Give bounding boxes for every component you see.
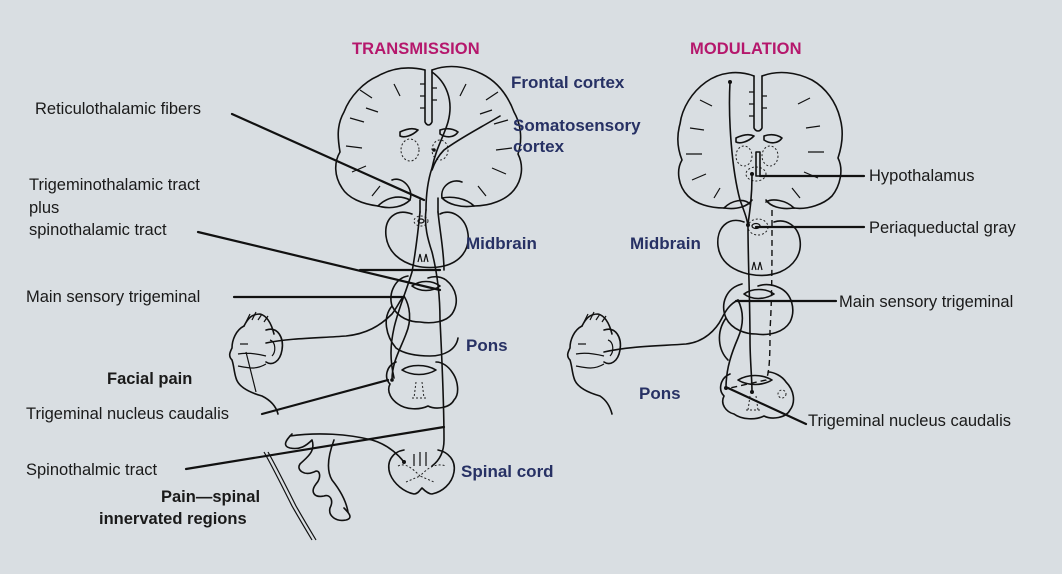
callout-periaqueductal-gray: Periaqueductal gray [869, 219, 1016, 237]
label-pons: Pons [466, 336, 508, 355]
callout-facial-pain: Facial pain [107, 370, 193, 388]
modulation-midbrain-icon [717, 218, 802, 277]
callout-trigeminothalamic-line2: plus [29, 199, 60, 217]
label-somatosensory-cortex-line2: cortex [513, 137, 565, 156]
transmission-dermatome-icon [263, 433, 351, 541]
modulation-title: MODULATION [690, 40, 802, 58]
transmission-spinal-cord-icon [388, 449, 456, 495]
callout-mod-main-sensory-trigeminal: Main sensory trigeminal [839, 293, 1014, 311]
modulation-medulla-icon [719, 371, 795, 420]
callout-trigeminothalamic-line3: spinothalamic tract [29, 221, 167, 239]
label-mod-midbrain: Midbrain [630, 234, 701, 253]
callout-main-sensory-trigeminal: Main sensory trigeminal [26, 288, 201, 306]
callout-trigeminothalamic-line1: Trigeminothalamic tract [29, 176, 200, 194]
leader-trigeminothalamic [196, 230, 442, 292]
modulation-pons-icon [718, 283, 794, 361]
transmission-brain-icon [334, 65, 523, 213]
label-mod-pons: Pons [639, 384, 681, 403]
callout-hypothalamus: Hypothalamus [869, 167, 975, 185]
transmission-title: TRANSMISSION [352, 40, 480, 58]
label-somatosensory-cortex-line1: Somatosensory [513, 116, 641, 135]
callout-pain-spinal-line2: innervated regions [99, 510, 247, 528]
modulation-face-icon [566, 311, 622, 415]
leader-reticulothalamic [230, 112, 426, 202]
label-midbrain: Midbrain [466, 234, 537, 253]
transmission-medulla-icon [385, 361, 459, 410]
modulation-brain-icon [677, 71, 843, 210]
label-frontal-cortex: Frontal cortex [511, 73, 625, 92]
transmission-face-icon [228, 311, 284, 415]
callout-mod-trigeminal-nucleus-caudalis: Trigeminal nucleus caudalis [808, 412, 1011, 430]
label-spinal-cord: Spinal cord [461, 462, 554, 481]
transmission-pons-icon [385, 275, 459, 357]
callout-pain-spinal-line1: Pain—spinal [161, 488, 261, 506]
leader-trigeminal-caudalis [260, 378, 390, 416]
leader-spinothalmic [184, 425, 446, 471]
callout-trigeminal-nucleus-caudalis: Trigeminal nucleus caudalis [26, 405, 229, 423]
transmission-midbrain-icon [385, 211, 469, 269]
leader-mod-caudalis [726, 386, 808, 426]
callout-spinothalmic-tract: Spinothalmic tract [26, 461, 158, 479]
callout-reticulothalamic-fibers: Reticulothalamic fibers [35, 100, 201, 118]
